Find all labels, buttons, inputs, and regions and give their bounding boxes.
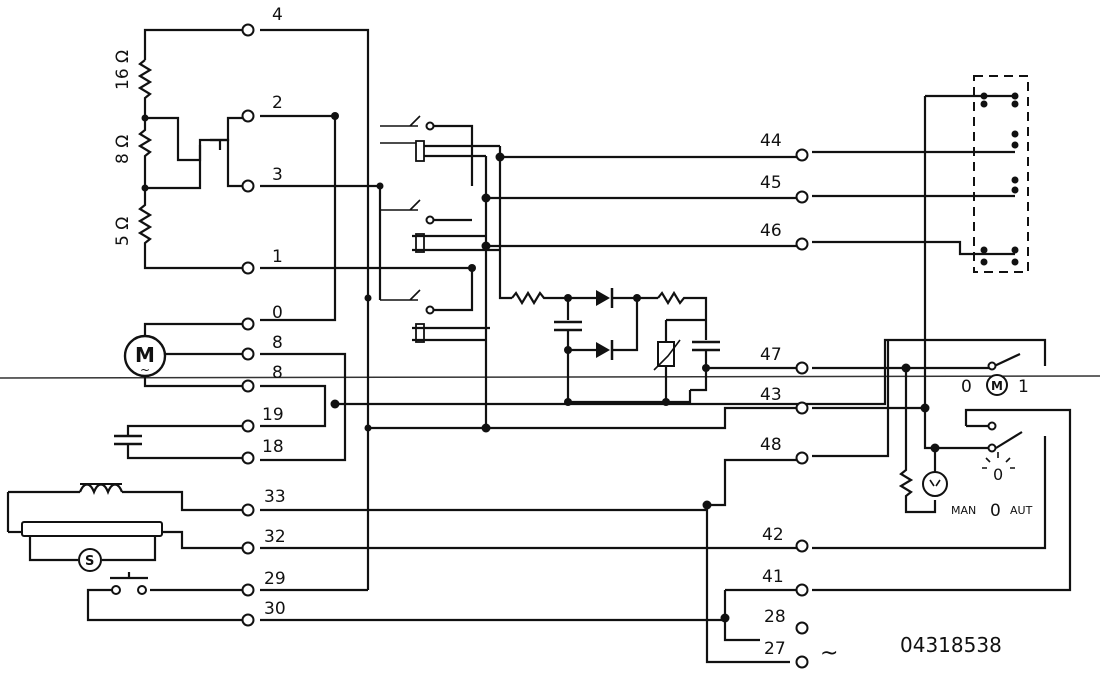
terminal-44-label: 44 — [760, 131, 782, 151]
wire-30 — [260, 618, 760, 642]
resistor-5-label: 5 Ω — [113, 217, 133, 246]
terminal-4-label: 4 — [272, 5, 283, 25]
mode-aut-label: AUT — [1010, 504, 1033, 517]
terminal-46-label: 46 — [760, 221, 782, 241]
fluorescent-lamp-assembly — [6, 483, 248, 572]
terminal-30-label: 30 — [264, 599, 286, 619]
motor-switch-off-label: 0 — [961, 377, 972, 397]
scan-artifact-line — [0, 375, 1100, 379]
motor-letter: M — [135, 343, 155, 367]
terminal-8a-label: 8 — [272, 333, 283, 353]
switch-motor-symbol — [986, 374, 1008, 396]
terminal-32-label: 32 — [264, 527, 286, 547]
terminal-28-label: 28 — [764, 607, 786, 627]
terminal-1-label: 1 — [272, 247, 283, 267]
fluorescent-tube — [21, 521, 163, 537]
terminal-0-label: 0 — [272, 303, 283, 323]
mode-switch-circuit — [812, 340, 1072, 592]
wire-8a — [260, 352, 347, 462]
motor-switch-m-label: M — [991, 379, 1003, 393]
motor-ac-symbol: ~ — [140, 363, 150, 377]
ballast-coil — [78, 483, 124, 495]
connector-block — [973, 75, 1029, 273]
terminal-8b-label: 8 — [272, 363, 283, 383]
push-button — [86, 572, 248, 622]
terminal-42-label: 42 — [762, 525, 784, 545]
resistor-8-label: 8 Ω — [113, 135, 133, 164]
switch-contacts — [364, 115, 500, 432]
terminal-2-label: 2 — [272, 93, 283, 113]
terminal-41-label: 41 — [762, 567, 784, 587]
terminal-3-label: 3 — [272, 165, 283, 185]
rectifier-network — [511, 288, 720, 406]
lamp-indicator-label: 0 — [993, 465, 1003, 484]
connector-pins — [812, 92, 1019, 410]
mode-zero-label: 0 — [990, 501, 1001, 521]
bus-wire-2 — [260, 114, 337, 322]
wire-8b — [260, 384, 327, 428]
terminal-45-label: 45 — [760, 173, 782, 193]
indicator-lamp — [922, 471, 948, 497]
terminal-47-label: 47 — [760, 345, 782, 365]
left-terminals — [241, 23, 255, 627]
tapped-resistor — [137, 28, 248, 270]
resistor-16-coil — [137, 59, 153, 118]
terminal-48-label: 48 — [760, 435, 782, 455]
resistor-8-coil — [137, 118, 153, 188]
resistor-16-label: 16 Ω — [113, 50, 133, 90]
right-terminals — [795, 148, 809, 669]
terminal-18-label: 18 — [262, 437, 284, 457]
motor-switch-on-label: 1 — [1018, 377, 1029, 397]
terminal-33-label: 33 — [264, 487, 286, 507]
terminal-19-label: 19 — [262, 405, 284, 425]
wire-33 — [260, 508, 790, 664]
ac-symbol: ~ — [820, 641, 838, 666]
mode-man-label: MAN — [951, 504, 976, 517]
wire-motor-feed — [335, 338, 1047, 406]
terminal-43-label: 43 — [760, 385, 782, 405]
starter-letter: S — [85, 554, 94, 569]
wire-43 — [486, 406, 800, 430]
drawing-number: 04318538 — [900, 633, 1002, 657]
terminal-29-label: 29 — [264, 569, 286, 589]
starter-symbol — [78, 548, 102, 572]
terminal-27-label: 27 — [764, 639, 786, 659]
lamp-glow-icon — [982, 452, 1015, 469]
motor-symbol — [123, 322, 248, 388]
capacitor-symbol — [114, 424, 248, 460]
